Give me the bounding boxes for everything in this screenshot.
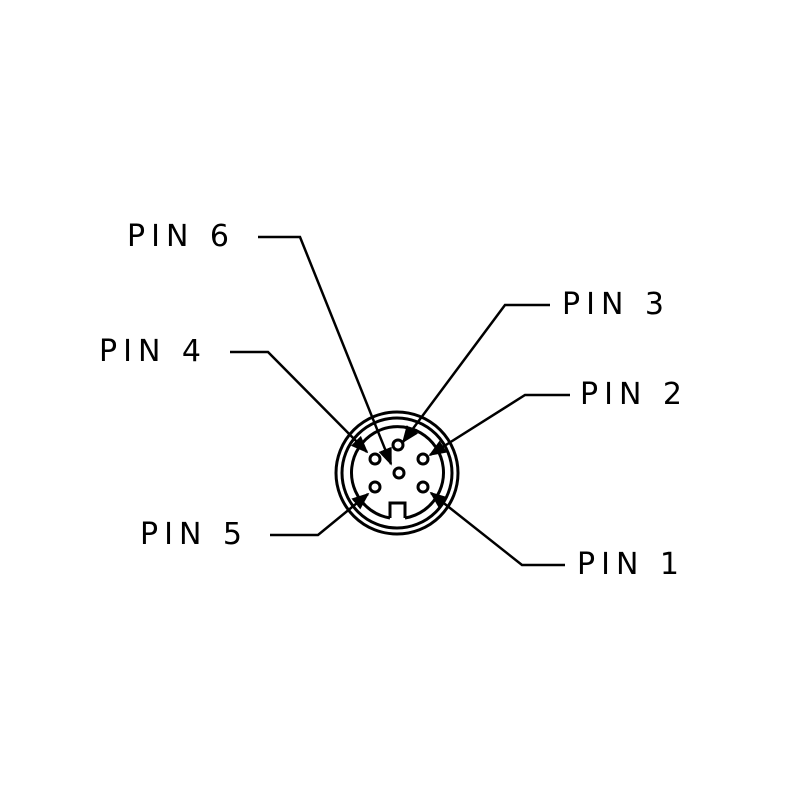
leader-pin5 [270, 492, 370, 537]
leader-pin2 [428, 393, 570, 457]
label-pin1: PIN 1 [577, 547, 686, 582]
leader-pin1 [429, 491, 565, 567]
key-notch [388, 501, 407, 518]
label-pin5: PIN 5 [140, 517, 249, 552]
pin-4 [368, 452, 382, 466]
label-pin4: PIN 4 [99, 334, 208, 369]
pin-6 [392, 466, 406, 480]
pin-3 [391, 438, 405, 452]
pin-2 [416, 452, 430, 466]
label-pin2: PIN 2 [580, 377, 689, 412]
leader-pin6 [258, 235, 393, 466]
label-pin6: PIN 6 [127, 219, 236, 254]
pin-5 [368, 480, 382, 494]
leader-pin4 [230, 350, 369, 454]
leader-pin3 [401, 303, 550, 444]
label-pin3: PIN 3 [562, 287, 671, 322]
pins [368, 438, 430, 494]
pin-1 [416, 480, 430, 494]
